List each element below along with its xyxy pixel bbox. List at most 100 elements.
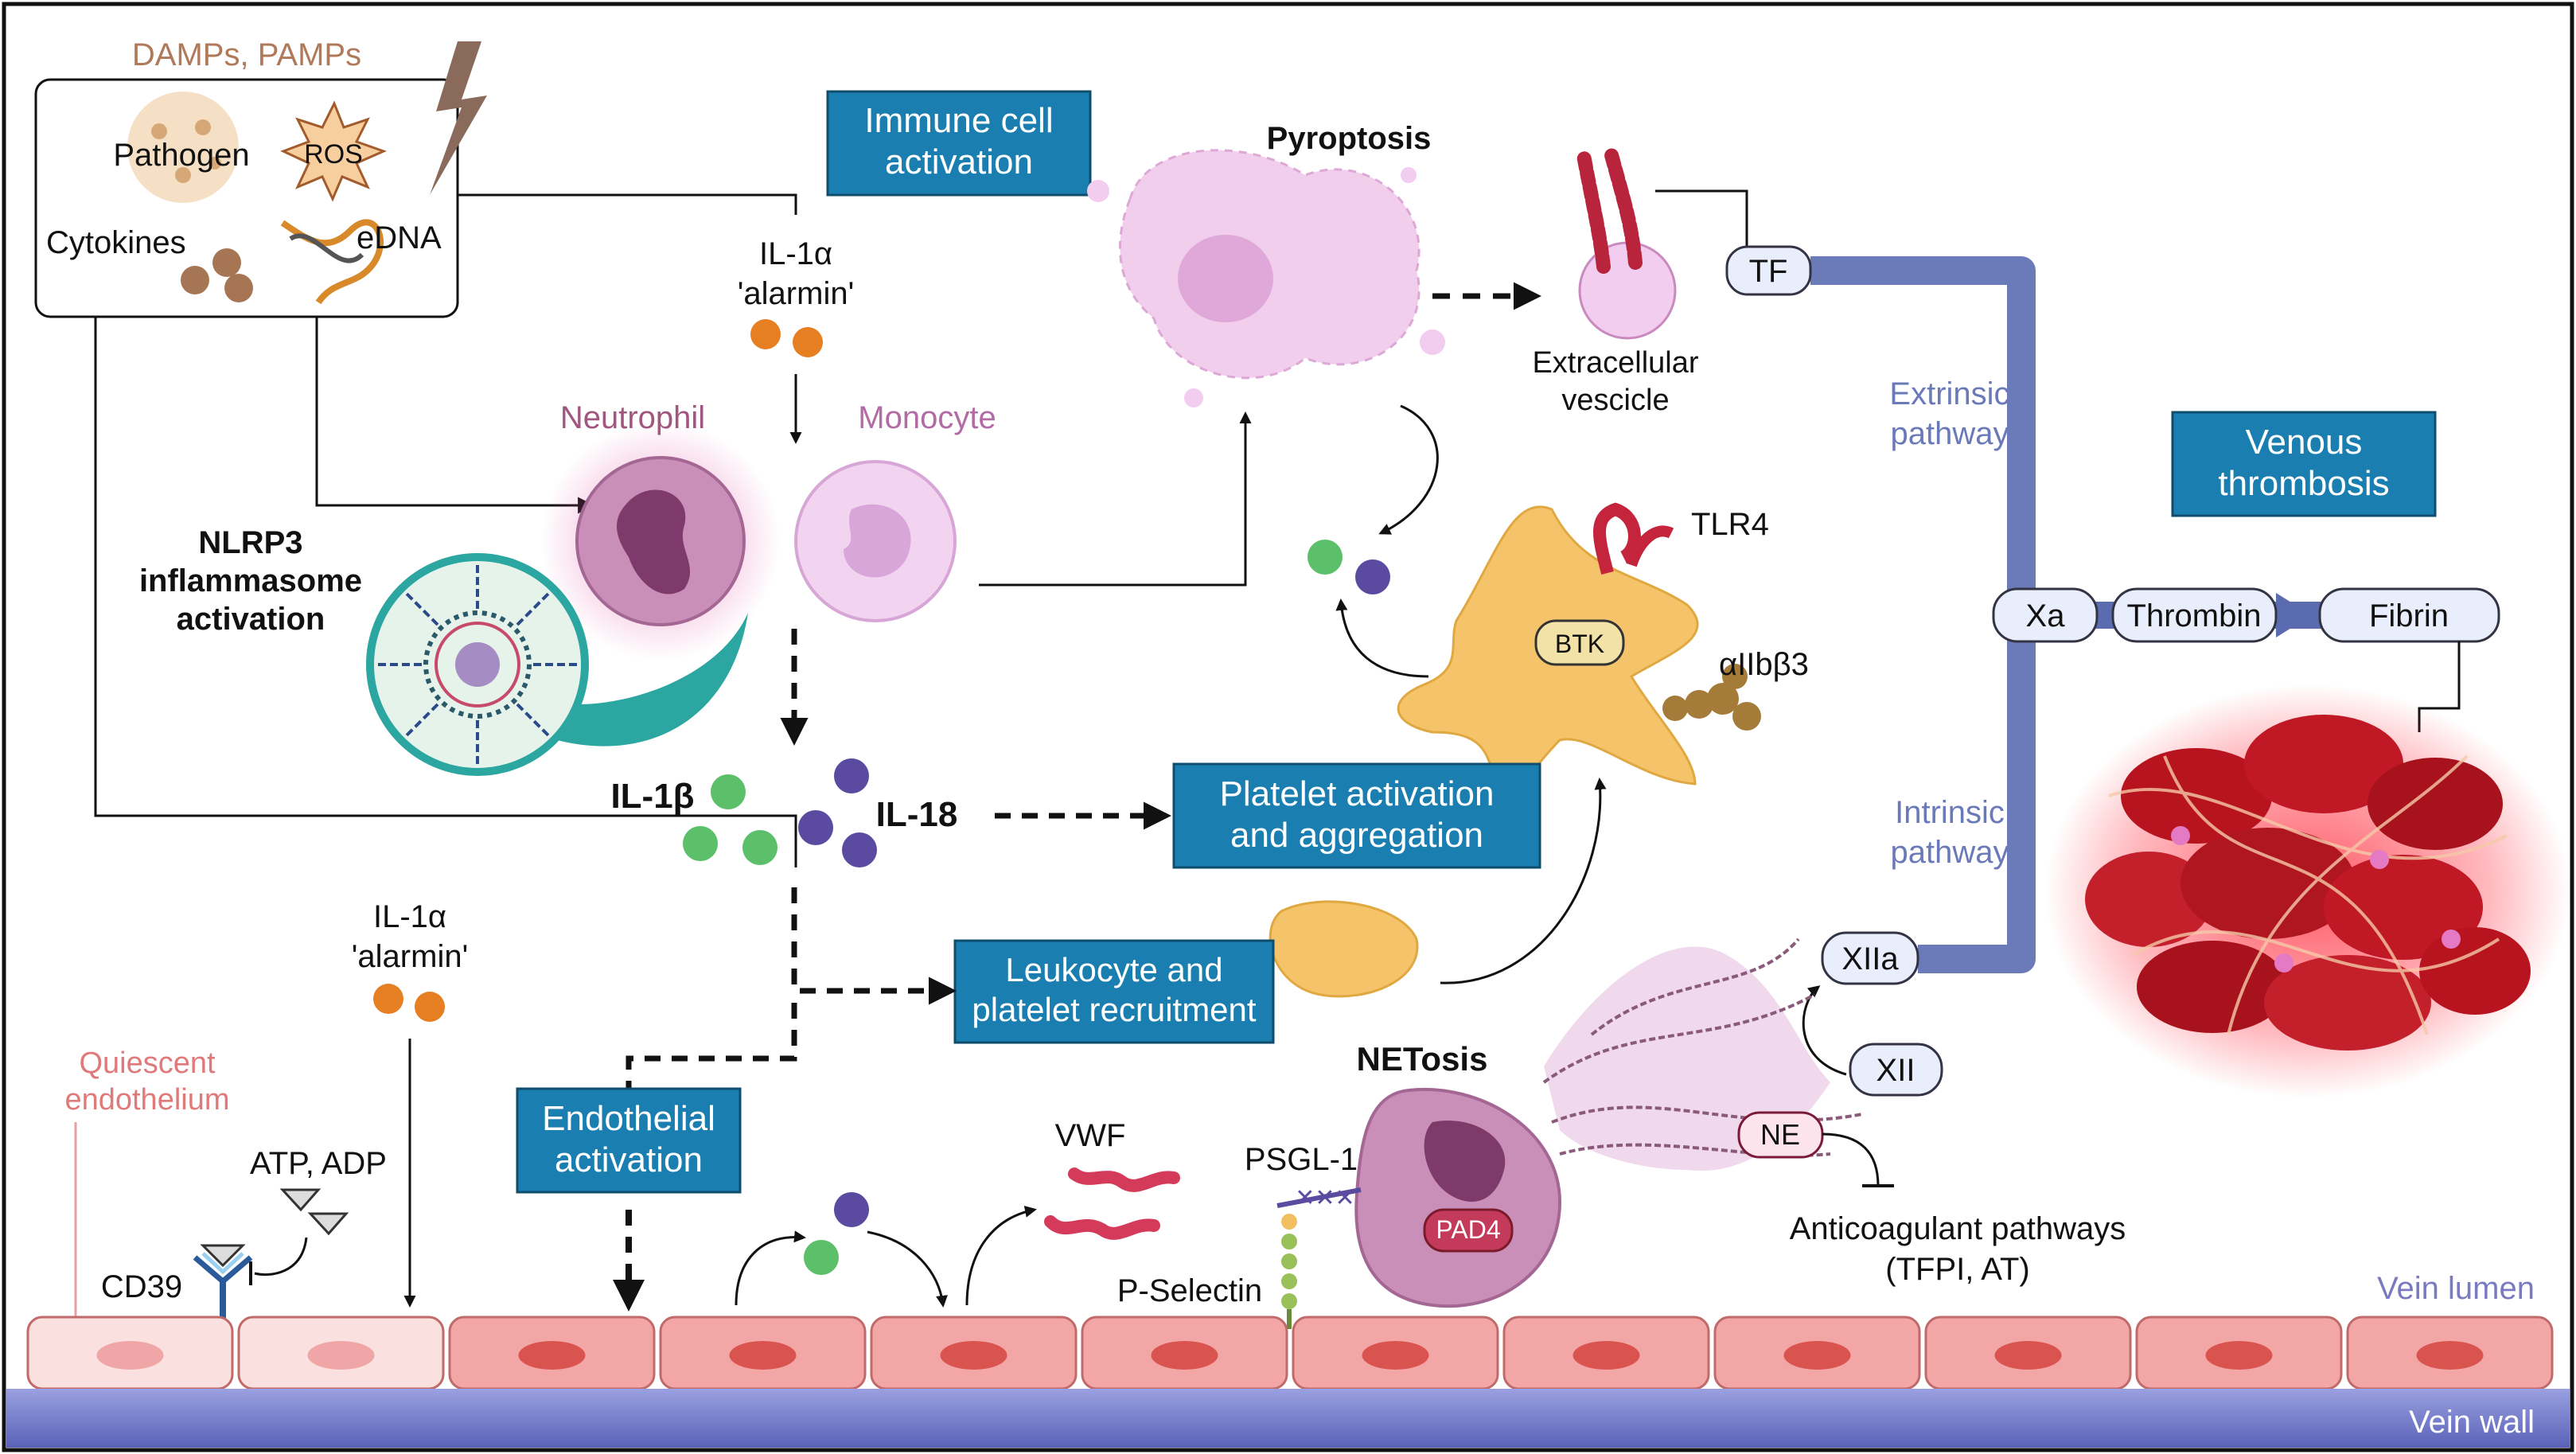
intrinsic-pathway-line1: Intrinsic [1895, 795, 2005, 830]
pyroptotic-cell-icon [1087, 149, 1445, 407]
il1a-dot [373, 984, 403, 1014]
endothelial-activation-line2: activation [555, 1140, 703, 1179]
integrin-aiib3-icon [1662, 664, 1761, 731]
pathogen-icon [127, 92, 239, 203]
extrinsic-pathway-line2: pathway [1891, 416, 2009, 451]
nlrp3-label-line2: inflammasome [139, 563, 362, 598]
il1a-dot [793, 327, 823, 357]
xiia-node [1821, 931, 1919, 985]
edna-label: eDNA [357, 220, 442, 255]
endothelial-cell-nucleus [729, 1341, 797, 1370]
immune-cell-activation-line1: Immune cell [864, 101, 1053, 140]
il1b-dot [742, 830, 777, 865]
cd39-label: CD39 [101, 1269, 182, 1304]
line-damps-to-il1a [458, 193, 797, 215]
intrinsic-pathway-line2: pathway [1891, 835, 2009, 870]
immune-cell-activation-box [826, 90, 1092, 197]
xii-node [1849, 1043, 1943, 1097]
arrow-damps-to-neutrophil [315, 317, 595, 514]
xiia-label: XIIa [1841, 941, 1899, 976]
arrow-xii-to-xiia [1802, 985, 1847, 1076]
thrombus-clot-icon [2045, 684, 2570, 1098]
tf-label: TF [1749, 254, 1788, 289]
platelet-activation-box [1172, 762, 1541, 869]
svg-text:✕✕✕: ✕✕✕ [1295, 1185, 1354, 1211]
atp-adp-label: ATP, ADP [250, 1146, 387, 1181]
damps-pamps-group: DAMPs, PAMPs Pathogen ROS Cytokines eDNA [34, 37, 487, 318]
il1b-dot-endo [804, 1240, 839, 1275]
arrow-endo-uptake [867, 1230, 948, 1308]
ev-label-line2: vescicle [1561, 384, 1669, 417]
il18-dot-endo [834, 1192, 869, 1227]
monocyte-label: Monocyte [858, 400, 996, 435]
lightning-icon [430, 41, 487, 195]
xii-label: XII [1876, 1053, 1915, 1088]
p-selectin-icon [1281, 1214, 1297, 1329]
il1b-label: IL-1β [610, 777, 694, 816]
endothelial-cell-nucleus [96, 1341, 164, 1370]
psgl1-icon [1276, 1187, 1362, 1208]
endothelial-cell-nucleus [1362, 1341, 1429, 1370]
immune-cell-activation-line2: activation [885, 142, 1033, 181]
il18-dot [842, 832, 877, 867]
il1b-dot [711, 774, 746, 809]
tlr4-receptor-icon [1593, 502, 1641, 575]
line-damps-to-il1a-lower [94, 317, 797, 867]
cytokine-dot [181, 266, 209, 294]
inhibit-ne-to-anticoag [1822, 1132, 1880, 1187]
endothelial-cell-nucleus [940, 1341, 1007, 1370]
adp-icon [307, 1212, 349, 1236]
line-ev-to-tf [1655, 189, 1748, 247]
resting-platelet-icon [1269, 900, 1419, 998]
il1a-lower-sublabel: 'alarmin' [352, 939, 468, 974]
quiescent-endothelium-line2: endothelium [64, 1083, 229, 1117]
cytokine-dot [212, 248, 241, 277]
cytokines-label: Cytokines [46, 225, 186, 260]
platelet-activation-line1: Platelet activation [1220, 774, 1495, 813]
venous-thrombosis-line2: thrombosis [2218, 464, 2389, 503]
damps-pamps-label: DAMPs, PAMPs [132, 37, 361, 72]
fibrin-node [2318, 587, 2500, 643]
quiescent-endothelium-line1: Quiescent [79, 1047, 216, 1080]
nlrp3-label-line3: activation [177, 602, 325, 637]
leukocyte-recruitment-line2: platelet recruitment [972, 991, 1256, 1028]
endothelial-cell-nucleus [518, 1341, 586, 1370]
dashed-to-endothelial [625, 1003, 797, 1089]
endothelial-activation-line1: Endothelial [542, 1099, 715, 1138]
endothelial-cell-nucleus [1572, 1341, 1640, 1370]
vein-lumen-label: Vein lumen [2377, 1271, 2535, 1306]
il18-label: IL-18 [876, 795, 958, 834]
endothelial-cell-nucleus [2205, 1341, 2273, 1370]
ev-label-line1: Extracellular [1532, 346, 1698, 380]
pyroptosis-label: Pyroptosis [1267, 121, 1432, 156]
endothelial-cell-nucleus [307, 1341, 375, 1370]
ros-icon [280, 100, 388, 202]
arrow-platelet-recruit [1440, 778, 1607, 984]
arrow-endo-release [735, 1230, 806, 1306]
xa-node [1992, 587, 2099, 643]
il18-dot [798, 810, 833, 845]
arrow-platelet-to-dots [1335, 598, 1429, 678]
leukocyte-recruitment-box [953, 939, 1275, 1044]
thrombin-label: Thrombin [2127, 598, 2262, 633]
p-selectin-label: P-Selectin [1117, 1273, 1262, 1308]
tf-node [1725, 245, 1812, 296]
vwf-icon [1068, 1167, 1180, 1192]
vwf-label: VWF [1055, 1118, 1126, 1153]
endothelial-activation-box [516, 1087, 742, 1194]
venous-thrombosis-line1: Venous [2246, 423, 2363, 462]
btk-node [1534, 619, 1625, 666]
extracellular-vesicle-icon [1578, 241, 1677, 340]
pathogen-label: Pathogen [113, 138, 249, 173]
vein-wall-label: Vein wall [2409, 1405, 2535, 1440]
il1a-lower-label: IL-1α [373, 899, 446, 934]
xa-label: Xa [2026, 598, 2066, 633]
inflammasome-magnifier-handle [541, 613, 748, 746]
il1b-dot-platelet [1307, 540, 1343, 575]
tissue-factor-icon [1604, 148, 1643, 270]
arrow-monocyte-to-pyroptosis [979, 411, 1252, 587]
arrow-pyroptosis-to-dots [1378, 404, 1439, 535]
pad4-label: PAD4 [1436, 1215, 1500, 1244]
